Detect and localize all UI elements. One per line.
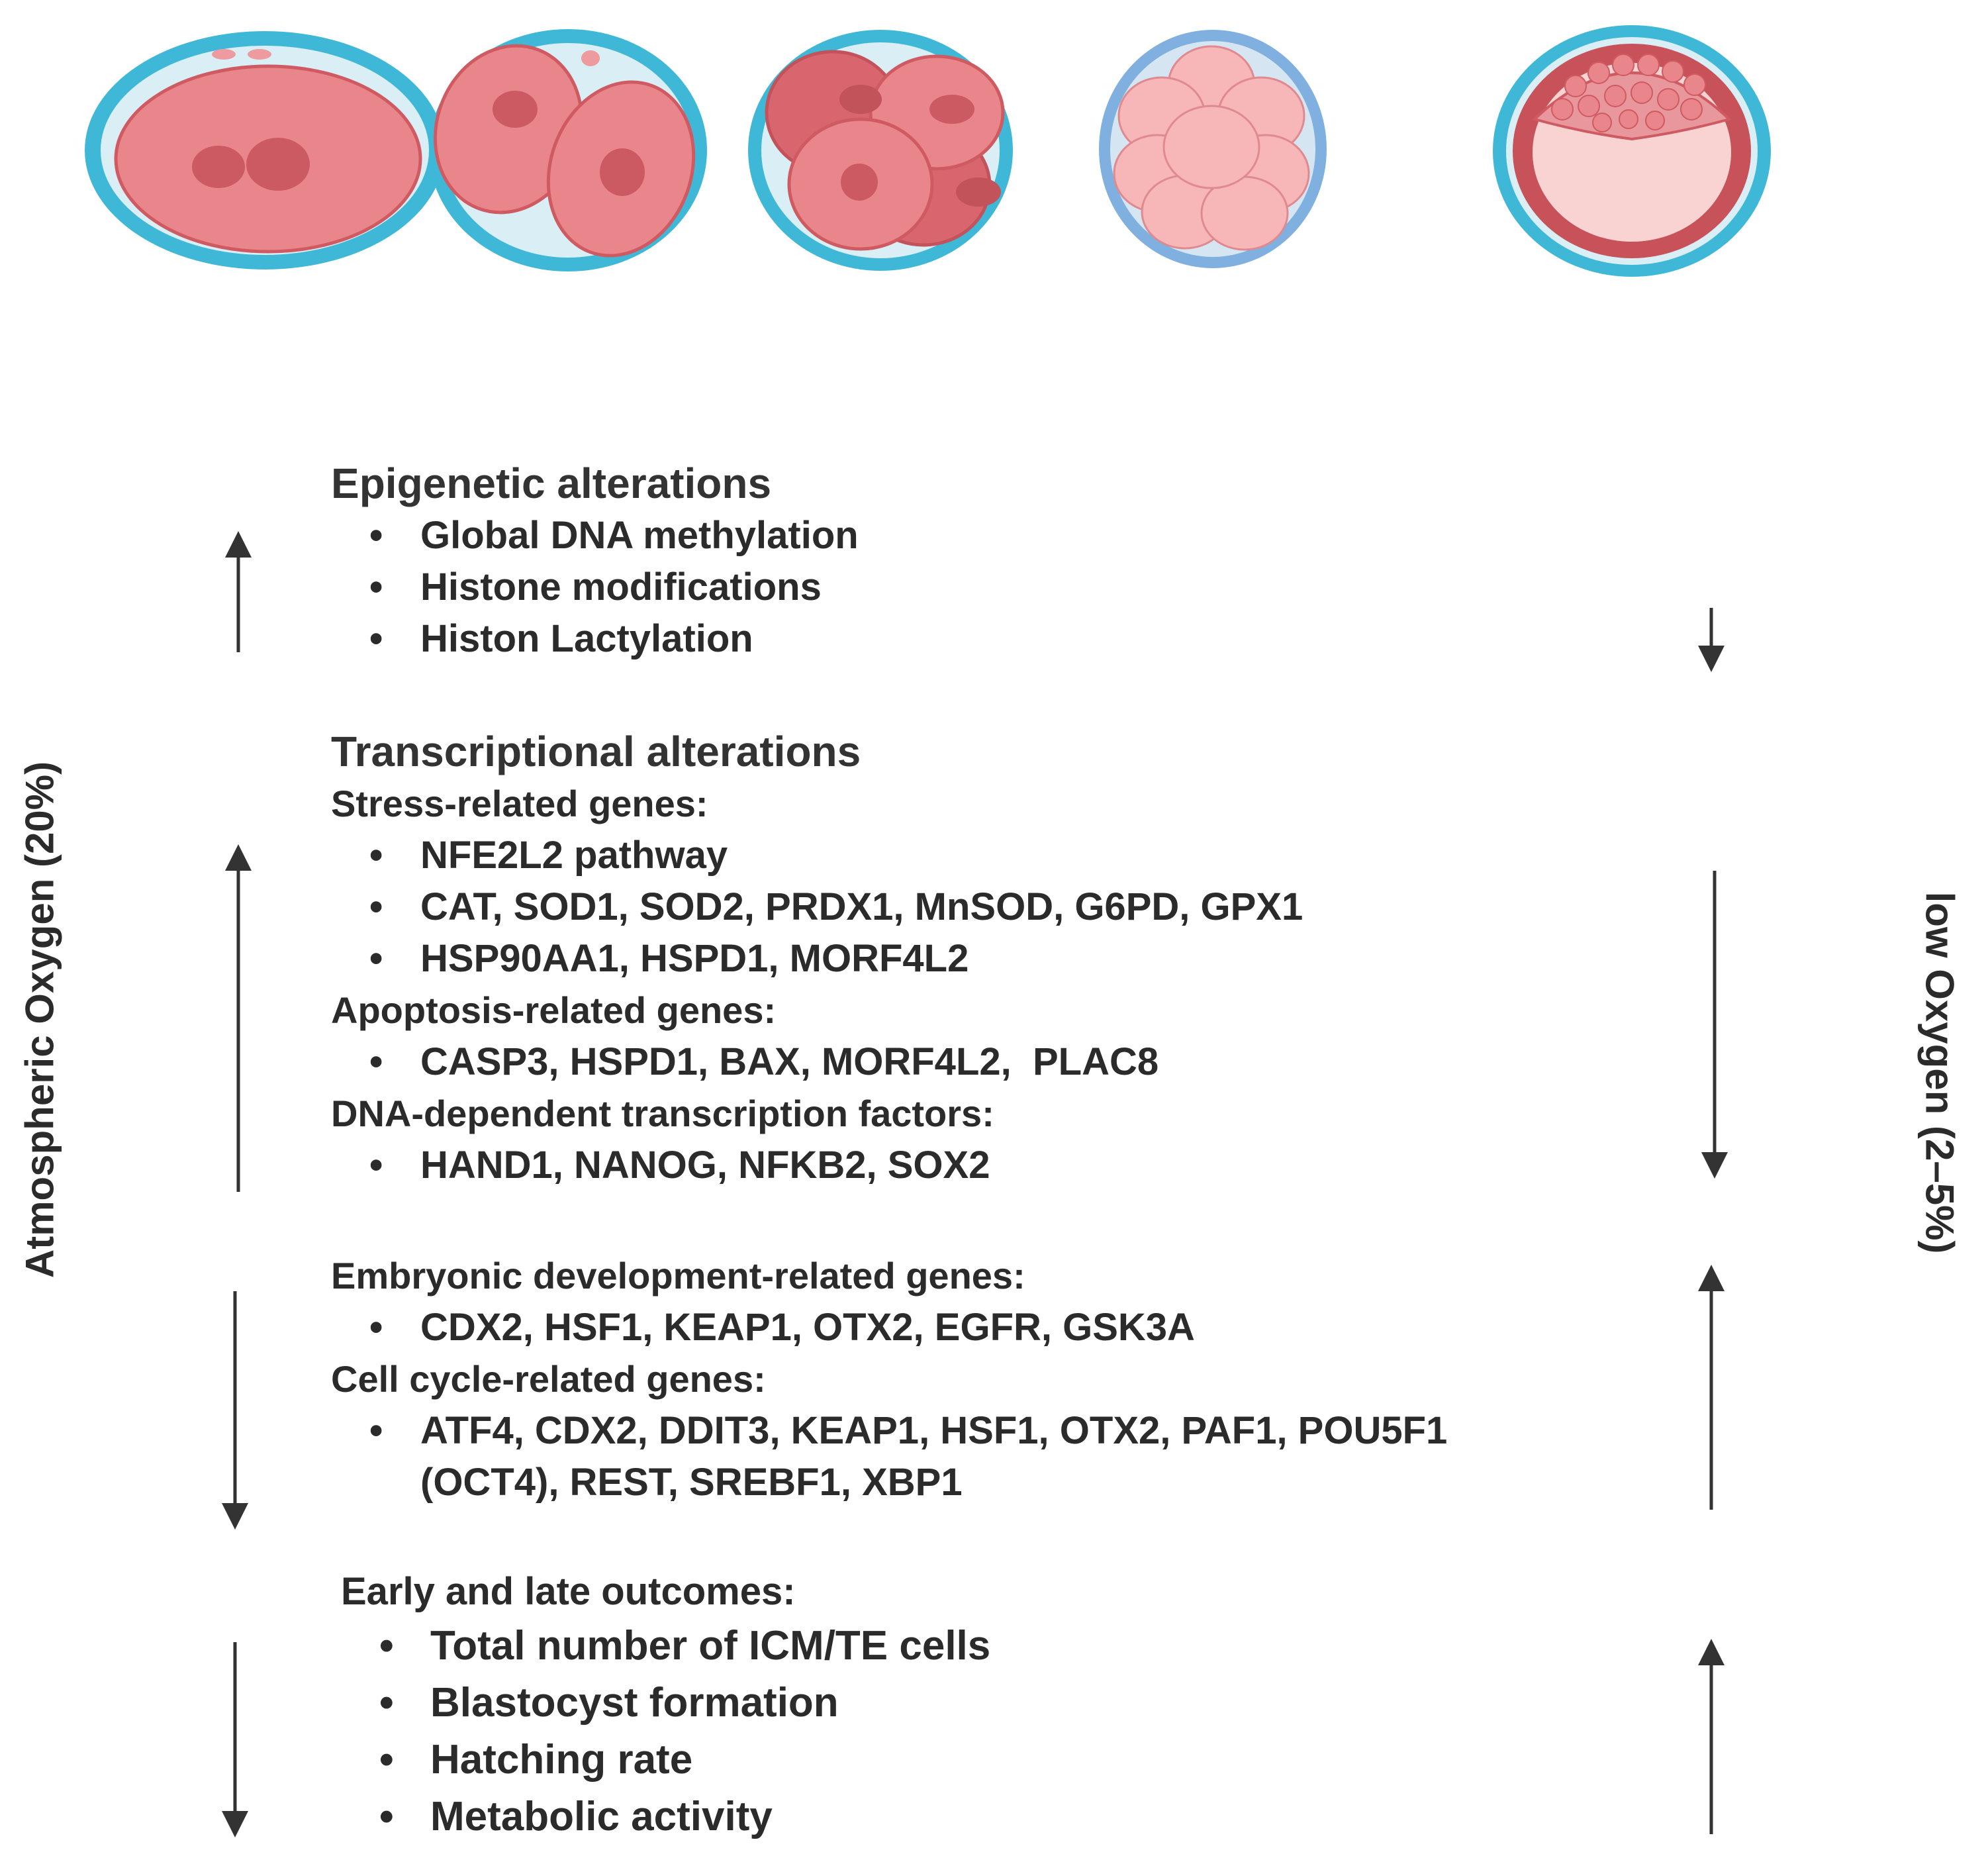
epigenetic-list: Global DNA methylation Histone modificat… — [331, 510, 859, 665]
list-item: Histone modifications — [331, 562, 859, 613]
cell-cycle-genes-label: Cell cycle-related genes: — [331, 1358, 766, 1400]
embryo-4-cell — [748, 30, 1013, 271]
outcomes-title: Early and late outcomes: — [341, 1570, 796, 1613]
epigenetic-section: Epigenetic alterations Global DNA methyl… — [331, 457, 859, 665]
development-section: Embryonic development-related genes: CDX… — [331, 1250, 1447, 1508]
transcriptional-title: Transcriptional alterations — [331, 728, 861, 775]
embryonic-genes-label: Embryonic development-related genes: — [331, 1255, 1025, 1296]
embryo-morula — [1099, 30, 1327, 268]
epigenetic-title: Epigenetic alterations — [331, 460, 772, 507]
apoptosis-genes-list: CASP3, HSPD1, BAX, MORF4L2, PLAC8 — [331, 1036, 1303, 1088]
outcomes-list: Total number of ICM/TE cells Blastocyst … — [341, 1618, 990, 1845]
stress-genes-label: Stress-related genes: — [331, 783, 708, 824]
list-item: ATF4, CDX2, DDIT3, KEAP1, HSF1, OTX2, PA… — [331, 1405, 1447, 1457]
list-item: Total number of ICM/TE cells — [341, 1618, 990, 1675]
transcription-factors-list: HAND1, NANOG, NFKB2, SOX2 — [331, 1140, 1303, 1191]
list-item: Metabolic activity — [341, 1788, 990, 1845]
list-item: CDX2, HSF1, KEAP1, OTX2, EGFR, GSK3A — [331, 1302, 1447, 1353]
list-item: Histon Lactylation — [331, 613, 859, 665]
cell-cycle-genes-list: ATF4, CDX2, DDIT3, KEAP1, HSF1, OTX2, PA… — [331, 1405, 1447, 1457]
stress-genes-list: NFE2L2 pathway CAT, SOD1, SOD2, PRDX1, M… — [331, 830, 1303, 985]
embryonic-genes-list: CDX2, HSF1, KEAP1, OTX2, EGFR, GSK3A — [331, 1302, 1447, 1353]
list-item: Blastocyst formation — [341, 1675, 990, 1732]
transcriptional-section: Transcriptional alterations Stress-relat… — [331, 725, 1303, 1191]
embryo-zygote — [85, 31, 445, 269]
list-item: CASP3, HSPD1, BAX, MORF4L2, PLAC8 — [331, 1036, 1303, 1088]
transcription-factors-label: DNA-dependent transcription factors: — [331, 1093, 994, 1134]
list-item: Global DNA methylation — [331, 510, 859, 562]
cell-cycle-line-2: (OCT4), REST, SREBF1, XBP1 — [420, 1461, 963, 1504]
list-item: HAND1, NANOG, NFKB2, SOX2 — [331, 1140, 1303, 1191]
embryo-blastocyst — [1493, 25, 1771, 277]
list-item: Hatching rate — [341, 1732, 990, 1788]
embryo-stages — [85, 25, 1771, 277]
apoptosis-genes-label: Apoptosis-related genes: — [331, 989, 777, 1031]
list-item: NFE2L2 pathway — [331, 830, 1303, 881]
cell-cycle-line-1: ATF4, CDX2, DDIT3, KEAP1, HSF1, OTX2, PA… — [420, 1409, 1448, 1452]
embryo-2-cell — [429, 29, 707, 271]
list-item: CAT, SOD1, SOD2, PRDX1, MnSOD, G6PD, GPX… — [331, 881, 1303, 933]
outcomes-section: Early and late outcomes: Total number of… — [341, 1566, 990, 1845]
list-item: HSP90AA1, HSPD1, MORF4L2 — [331, 933, 1303, 985]
